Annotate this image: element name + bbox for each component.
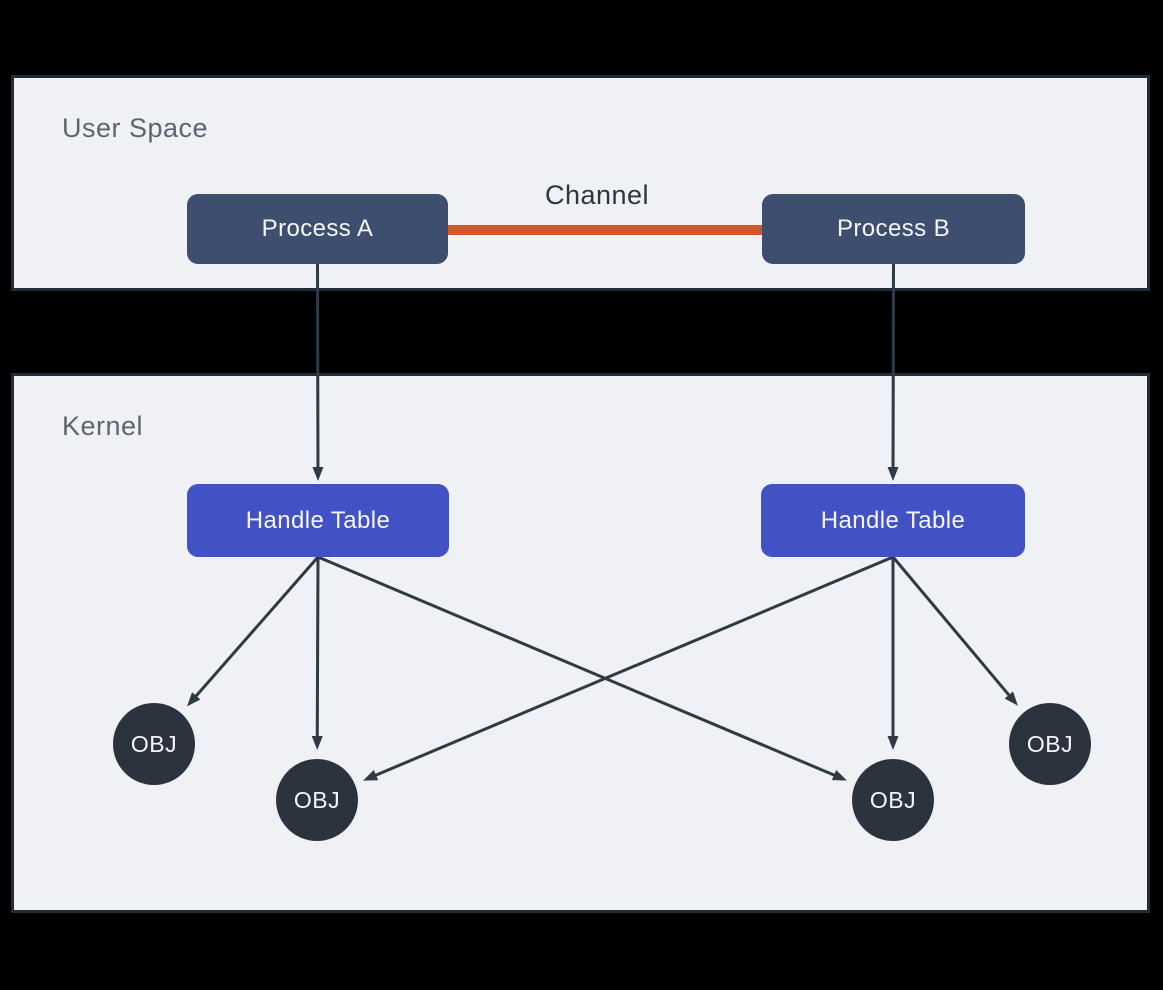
channel-label: Channel — [544, 180, 650, 210]
handle-table-a-label: Handle Table — [245, 506, 391, 534]
handle-table-a-node: Handle Table — [187, 484, 449, 557]
obj-2-node: OBJ — [276, 759, 358, 841]
obj-3-label: OBJ — [869, 786, 917, 813]
section-label-user-space: User Space — [62, 113, 209, 143]
process-a-label: Process A — [261, 215, 374, 242]
handle-table-b-node: Handle Table — [761, 484, 1025, 557]
handle-table-b-label: Handle Table — [820, 506, 966, 534]
obj-1-node: OBJ — [113, 703, 195, 785]
process-b-node: Process B — [762, 194, 1025, 264]
process-b-label: Process B — [837, 215, 950, 242]
obj-4-node: OBJ — [1009, 703, 1091, 785]
obj-3-node: OBJ — [852, 759, 934, 841]
section-label-kernel: Kernel — [62, 411, 144, 441]
obj-2-label: OBJ — [293, 786, 341, 813]
kernel-panel: Kernel — [11, 373, 1150, 913]
obj-4-label: OBJ — [1026, 730, 1074, 757]
obj-1-label: OBJ — [130, 730, 178, 757]
process-a-node: Process A — [187, 194, 448, 264]
